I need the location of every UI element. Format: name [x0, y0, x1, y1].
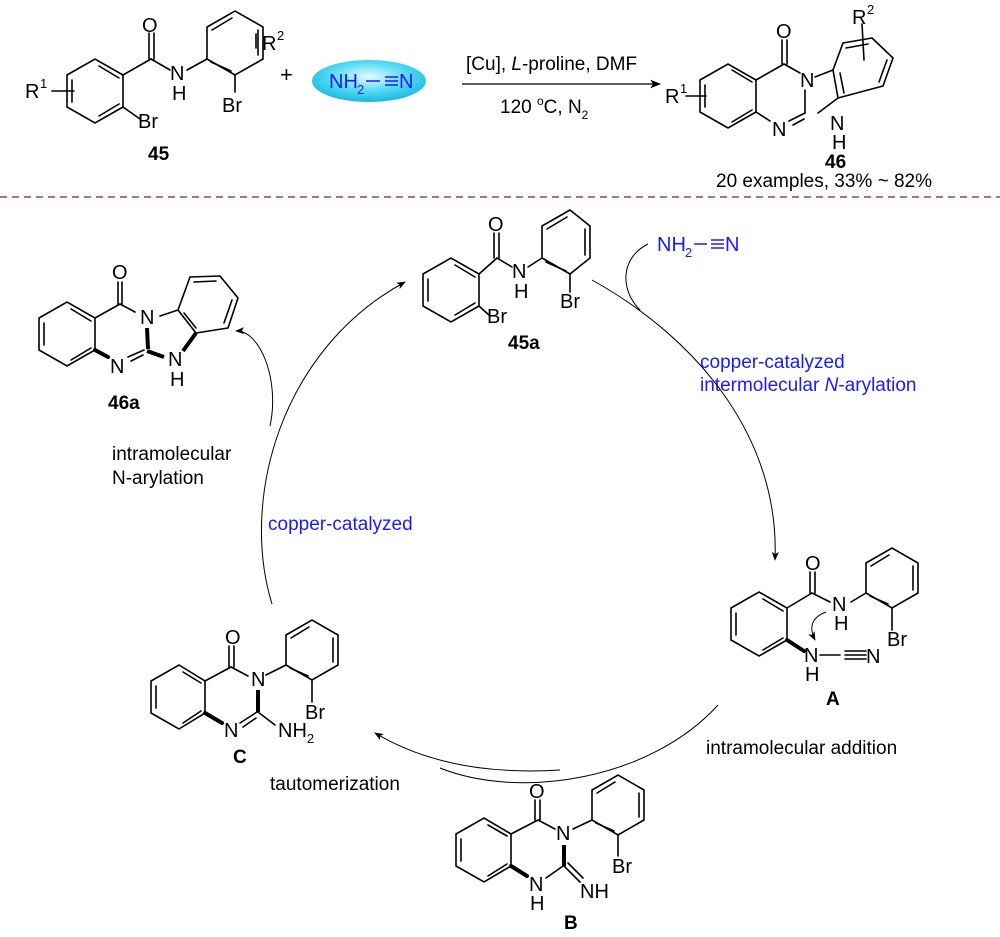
atom-n: N — [866, 646, 880, 668]
atom-h: H — [172, 83, 186, 105]
atom-o: O — [776, 21, 792, 43]
ring-bonds — [685, 23, 894, 129]
compound-label: B — [564, 913, 578, 934]
ring-bonds — [730, 547, 919, 660]
atom-r1-sup: 1 — [680, 81, 687, 96]
compound-label: 46a — [108, 393, 140, 414]
atom-h: H — [170, 369, 184, 391]
atom-r1-sup: 1 — [40, 76, 47, 91]
atom-r2: R — [262, 33, 276, 55]
cycle-arrows — [235, 243, 779, 784]
atom-br: Br — [887, 629, 907, 651]
atom-o: O — [488, 214, 504, 236]
compound-45a: O N H Br Br 45a — [422, 209, 591, 354]
step-label-n-arylation: N-arylation — [112, 468, 204, 489]
atom-br: Br — [487, 306, 507, 328]
plus-sign: + — [280, 62, 293, 87]
atom-o: O — [529, 781, 545, 803]
arrow-A-to-B — [439, 704, 719, 784]
atom-n: N — [556, 823, 570, 845]
compound-label: A — [826, 689, 840, 710]
compound-46a: O N N N H 46a — [38, 262, 239, 414]
atom-h: H — [514, 281, 528, 303]
atom-nh2: NH2 — [278, 720, 314, 746]
compound-label: 45 — [148, 144, 170, 165]
atom-br: Br — [560, 291, 580, 313]
cyanamide-n: N — [725, 234, 739, 256]
atom-n: N — [529, 874, 543, 896]
atom-r1: R — [25, 81, 39, 103]
arrow-B-to-C — [374, 732, 561, 772]
step-label-intramolecular: intramolecular — [112, 444, 232, 465]
cyanamide-sub: 2 — [685, 245, 692, 260]
atom-n: N — [224, 720, 238, 742]
compound-B: O N N H NH Br B — [455, 774, 645, 934]
ring-bonds — [455, 774, 645, 883]
atom-o: O — [142, 15, 158, 37]
atom-n: N — [804, 645, 818, 667]
scope-text: 20 examples, 33% ~ 82% — [716, 171, 932, 192]
atom-o: O — [805, 553, 821, 575]
cyanamide-n: N — [399, 71, 413, 93]
cyanamide-nh: NH — [329, 71, 358, 93]
atom-r1: R — [665, 86, 679, 108]
atom-n: N — [772, 119, 786, 141]
cyanamide-nh: NH — [657, 234, 686, 256]
atom-n: N — [251, 669, 265, 691]
atom-r2: R — [852, 7, 866, 29]
cyanamide-highlight: NH 2 N — [312, 60, 426, 102]
atom-o: O — [225, 627, 241, 649]
cyanamide-sub: 2 — [357, 82, 364, 97]
step-label-intramolecular-addition: intramolecular addition — [706, 738, 897, 759]
atom-nh: NH — [580, 881, 609, 903]
atom-n: N — [832, 594, 846, 616]
atom-h: H — [805, 664, 819, 686]
atom-br: Br — [138, 111, 158, 133]
arrow-C-to-45a — [261, 281, 406, 605]
arrow-reagent-curve — [625, 243, 649, 311]
compound-A: O N H N H N Br A — [730, 547, 919, 710]
reagent-cyanamide: NH 2 N — [657, 234, 739, 260]
atom-h: H — [530, 893, 544, 915]
step-label-intermolecular-n-arylation: intermolecular N-arylation — [700, 375, 917, 396]
arrow-45a-to-A — [591, 279, 779, 561]
ring-bonds — [38, 275, 239, 367]
ring-bonds — [422, 209, 591, 323]
atom-n: N — [140, 307, 154, 329]
compound-label: C — [233, 747, 247, 768]
compound-label: 46 — [825, 152, 846, 173]
step-label-copper-catalyzed: copper-catalyzed — [268, 514, 413, 535]
atom-n: N — [110, 356, 124, 378]
reaction-arrow: [Cu], L-proline, DMF 120 oC, N2 — [462, 54, 662, 122]
conditions-top: [Cu], L-proline, DMF — [466, 54, 637, 75]
atom-o: O — [112, 262, 128, 284]
compound-label: 45a — [508, 333, 540, 354]
arrow-to-46a — [235, 327, 274, 427]
atom-h: H — [832, 132, 846, 154]
atom-r2-sup: 2 — [277, 28, 284, 43]
atom-n: N — [170, 63, 184, 85]
step-label-catalyst: copper-catalyzed — [700, 352, 845, 373]
compound-C: O N N NH2 Br C — [150, 619, 339, 768]
atom-n: N — [168, 349, 182, 371]
atom-n: N — [512, 261, 526, 283]
atom-n: N — [800, 70, 814, 92]
atom-h: H — [834, 613, 848, 635]
compound-46: O N N N H R 1 R 2 46 20 examples, 33% ~ … — [665, 2, 932, 192]
atom-r2-sup: 2 — [867, 2, 874, 17]
atom-br: Br — [222, 95, 242, 117]
ring-bonds — [150, 619, 339, 730]
atom-n: N — [830, 113, 844, 135]
compound-45: O N H R 1 R 2 Br Br 45 — [25, 10, 284, 165]
conditions-bottom: 120 oC, N2 — [500, 94, 589, 122]
atom-br: Br — [305, 702, 325, 724]
step-label-tautomerization: tautomerization — [270, 774, 400, 795]
atom-br: Br — [612, 856, 632, 878]
ring-bonds — [51, 10, 264, 124]
